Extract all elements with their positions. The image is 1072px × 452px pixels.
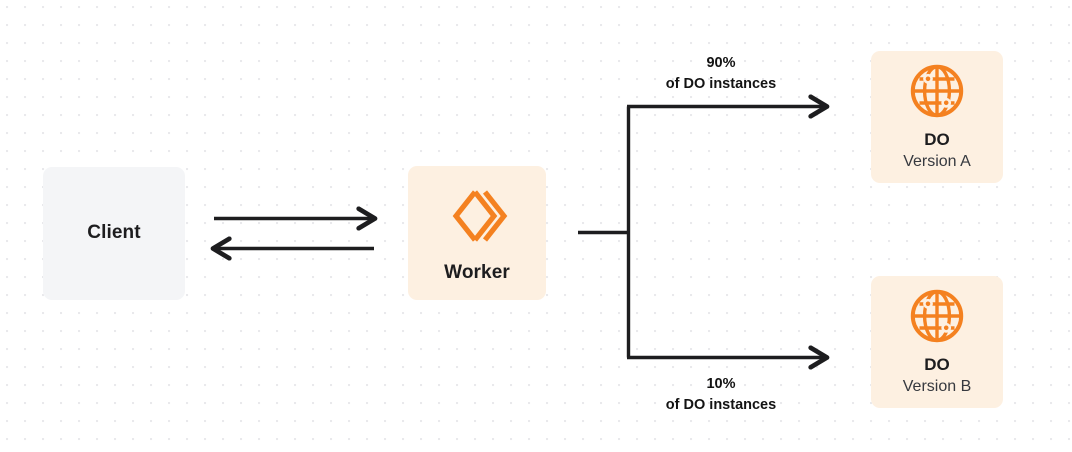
edge-label-do-b-caption: of DO instances	[665, 397, 777, 414]
node-client[interactable]: Client	[43, 167, 185, 300]
edge-label-do-a-percent: 90%	[706, 55, 736, 71]
node-worker[interactable]: Worker	[408, 166, 546, 300]
edge-label-do-b-percent: 10%	[706, 376, 736, 392]
edge-label-do-a-caption: of DO instances	[665, 76, 777, 93]
cloudflare-workers-logo-icon	[444, 183, 510, 249]
node-do-version-a[interactable]: DO Version A	[871, 51, 1003, 183]
node-client-label: Client	[87, 222, 141, 244]
node-worker-label: Worker	[444, 261, 510, 283]
node-do-b-label: DO	[924, 354, 950, 374]
edge-label-do-a: 90% of DO instances	[627, 53, 815, 95]
globe-icon	[908, 287, 966, 345]
node-do-b-sublabel: Version B	[902, 378, 972, 396]
node-do-version-b[interactable]: DO Version B	[871, 276, 1003, 408]
globe-icon	[908, 62, 966, 120]
node-do-a-sublabel: Version A	[903, 153, 971, 171]
edge-label-do-b: 10% of DO instances	[627, 374, 815, 416]
node-do-a-label: DO	[924, 129, 950, 149]
